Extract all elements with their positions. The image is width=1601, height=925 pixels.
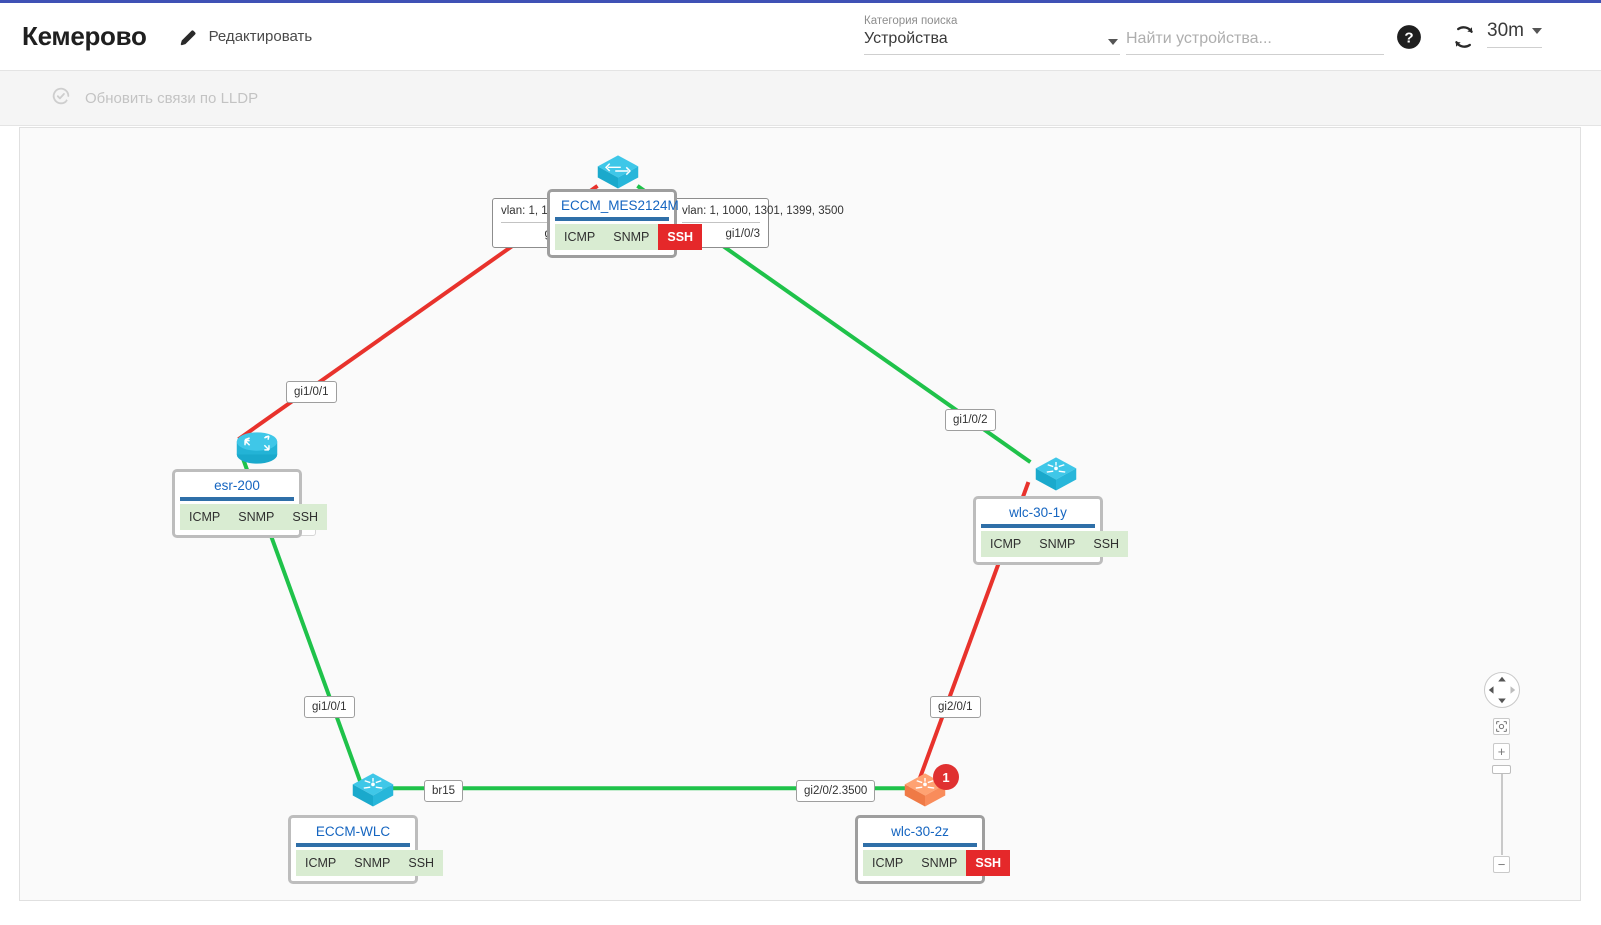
chevron-down-icon: [1531, 28, 1542, 34]
service-ssh[interactable]: SSH: [658, 224, 703, 250]
router-icon: [236, 432, 278, 464]
node-card-eccm-mes2124m[interactable]: ECCM_MES2124M ICMP SNMP SSH: [547, 189, 703, 258]
service-row: ICMP SNMP SSH: [180, 504, 328, 530]
service-snmp[interactable]: SNMP: [1030, 531, 1085, 557]
divider: [863, 843, 977, 847]
node-name-wlc-30-2z: wlc-30-2z: [891, 824, 949, 839]
search-area: Категория поиска Устройства: [864, 15, 1384, 55]
vlan-right-port: gi1/0/3: [725, 228, 760, 241]
service-row: ICMP SNMP SSH: [555, 224, 703, 250]
pencil-icon: [177, 26, 199, 48]
node-icon-eccm-mes2124m[interactable]: [590, 148, 646, 194]
divider: [682, 222, 760, 224]
node-icon-eccm-wlc[interactable]: [345, 766, 401, 812]
svg-text:?: ?: [1404, 29, 1413, 46]
divider: [501, 222, 579, 224]
page-title: Кемерово: [22, 21, 147, 51]
status-badge-wlc-30-2z[interactable]: 1: [933, 764, 959, 790]
refresh-lldp-links-button[interactable]: Обновить связи по LLDP: [50, 85, 258, 112]
zoom-out-button[interactable]: −: [1493, 856, 1510, 873]
node-card-esr-200[interactable]: esr-200 ICMP SNMP SSH: [172, 469, 328, 538]
service-ssh[interactable]: SSH: [399, 850, 444, 876]
refresh-lldp-label: Обновить связи по LLDP: [85, 89, 259, 107]
divider: [296, 843, 410, 847]
help-button[interactable]: ?: [1396, 24, 1422, 50]
service-row: ICMP SNMP SSH: [981, 531, 1129, 557]
link-label-wlc1y-uplink[interactable]: gi1/0/2: [945, 409, 996, 431]
divider: [981, 524, 1095, 528]
node-card-wlc-30-2z[interactable]: wlc-30-2z ICMP SNMP SSH: [855, 815, 1011, 884]
service-icmp[interactable]: ICMP: [981, 531, 1031, 557]
chevron-down-icon: [1108, 39, 1118, 45]
search-category-select[interactable]: Категория поиска Устройства: [864, 15, 1120, 55]
service-ssh[interactable]: SSH: [1084, 531, 1129, 557]
service-icmp[interactable]: ICMP: [863, 850, 913, 876]
service-snmp[interactable]: SNMP: [229, 504, 284, 530]
service-ssh[interactable]: SSH: [966, 850, 1011, 876]
link-label-wlc2z-trunk[interactable]: gi2/0/2.3500: [796, 780, 876, 802]
node-name-eccm-wlc: ECCM-WLC: [315, 824, 391, 839]
refresh-button[interactable]: [1450, 23, 1478, 51]
node-icon-wlc-30-1y[interactable]: [1028, 450, 1084, 496]
search-category-value: Устройства: [864, 30, 1120, 55]
edit-button[interactable]: Редактировать: [177, 26, 313, 48]
service-ssh[interactable]: SSH: [283, 504, 328, 530]
node-name-esr-200: esr-200: [214, 478, 260, 493]
node-card-eccm-wlc[interactable]: ECCM-WLC ICMP SNMP SSH: [288, 815, 444, 884]
topology-canvas[interactable]: vlan: 1, 1000, 3500 gi1/0/1 vlan: 1, 100…: [19, 127, 1581, 901]
search-field-wrap: [1126, 30, 1384, 55]
link-label-esr-uplink[interactable]: gi1/0/1: [286, 381, 337, 403]
service-snmp[interactable]: SNMP: [912, 850, 967, 876]
edit-label: Редактировать: [208, 28, 313, 45]
zoom-in-button[interactable]: +: [1493, 743, 1510, 760]
pan-compass-control[interactable]: [1484, 672, 1520, 708]
zoom-slider-track[interactable]: [1501, 765, 1503, 855]
refresh-icon: [1455, 26, 1473, 48]
node-name-eccm-mes2124m: ECCM_MES2124M: [561, 198, 679, 213]
help-circle-icon: ?: [1397, 25, 1421, 49]
refresh-interval-value: 30m: [1487, 20, 1524, 41]
switch-icon: [352, 773, 394, 807]
node-card-wlc-30-1y[interactable]: wlc-30-1y ICMP SNMP SSH: [973, 496, 1129, 565]
zoom-slider-thumb[interactable]: [1492, 765, 1511, 774]
search-input[interactable]: [1126, 30, 1384, 55]
switch-icon: [597, 155, 639, 189]
topology-toolbar: Обновить связи по LLDP: [0, 70, 1601, 126]
divider: [555, 217, 669, 221]
link-label-wlc2z-uplink[interactable]: gi2/0/1: [930, 696, 981, 718]
search-category-label: Категория поиска: [864, 15, 958, 27]
vlan-right-list: vlan: 1, 1000, 1301, 1399, 3500: [682, 205, 844, 217]
link-label-vlan-right[interactable]: vlan: 1, 1000, 1301, 1399, 3500 gi1/0/3: [673, 198, 844, 248]
switch-icon: [904, 773, 946, 807]
refresh-check-icon: [50, 85, 72, 112]
node-icon-esr-200[interactable]: [229, 425, 285, 471]
service-icmp[interactable]: ICMP: [296, 850, 346, 876]
top-accent-bar: [0, 0, 1601, 3]
refresh-interval-select[interactable]: 30m: [1487, 20, 1542, 48]
link-label-eccmwlc-uplink[interactable]: gi1/0/1: [304, 696, 355, 718]
app-header: Кемерово Редактировать Категория поиска …: [0, 3, 1601, 70]
service-row: ICMP SNMP SSH: [863, 850, 1011, 876]
node-icon-wlc-30-2z[interactable]: [897, 766, 953, 812]
service-icmp[interactable]: ICMP: [555, 224, 605, 250]
node-name-wlc-30-1y: wlc-30-1y: [1009, 505, 1067, 520]
fit-to-screen-button[interactable]: [1493, 718, 1510, 735]
pan-compass-icon: [1488, 676, 1516, 704]
service-icmp[interactable]: ICMP: [180, 504, 230, 530]
link-label-eccmwlc-br[interactable]: br15: [424, 780, 464, 802]
service-snmp[interactable]: SNMP: [604, 224, 659, 250]
switch-icon: [1035, 457, 1077, 491]
service-row: ICMP SNMP SSH: [296, 850, 444, 876]
service-snmp[interactable]: SNMP: [345, 850, 400, 876]
divider: [180, 497, 294, 501]
fit-to-screen-icon: [1496, 721, 1507, 732]
